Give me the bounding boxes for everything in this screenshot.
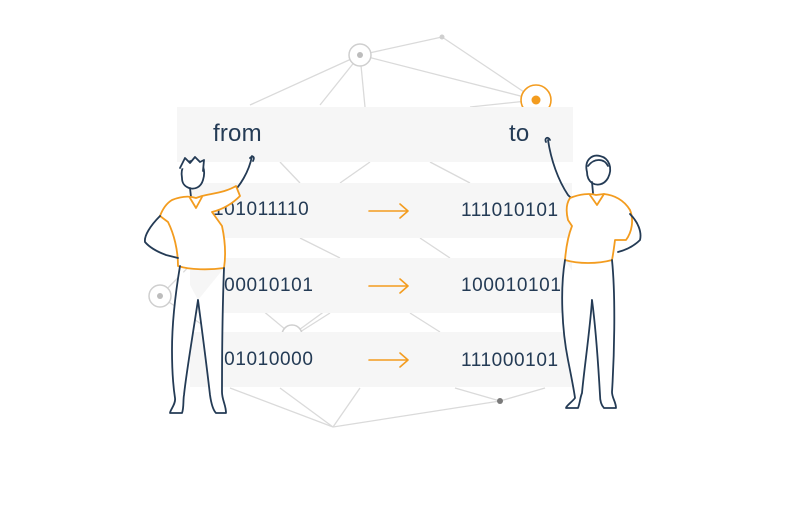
- right-arrow-icon: [368, 352, 409, 368]
- header-panel: [177, 107, 573, 162]
- from-heading: from: [213, 120, 262, 147]
- to-value: 100010101: [461, 275, 562, 296]
- from-value: 101010000: [213, 349, 314, 370]
- network-node: [497, 398, 503, 404]
- right-arrow-icon: [368, 278, 409, 294]
- woman-pointing-figure: [544, 136, 642, 409]
- to-value: 111000101: [461, 350, 559, 371]
- right-arrow-icon: [368, 203, 409, 219]
- from-value: 101011110: [213, 199, 310, 220]
- network-node: [439, 34, 445, 40]
- man-pointing-figure: [144, 155, 255, 414]
- from-value: 100010101: [213, 275, 314, 296]
- network-node: [348, 43, 372, 67]
- network-node: [148, 284, 172, 308]
- to-heading: to: [509, 120, 530, 147]
- to-value: 111010101: [461, 200, 559, 221]
